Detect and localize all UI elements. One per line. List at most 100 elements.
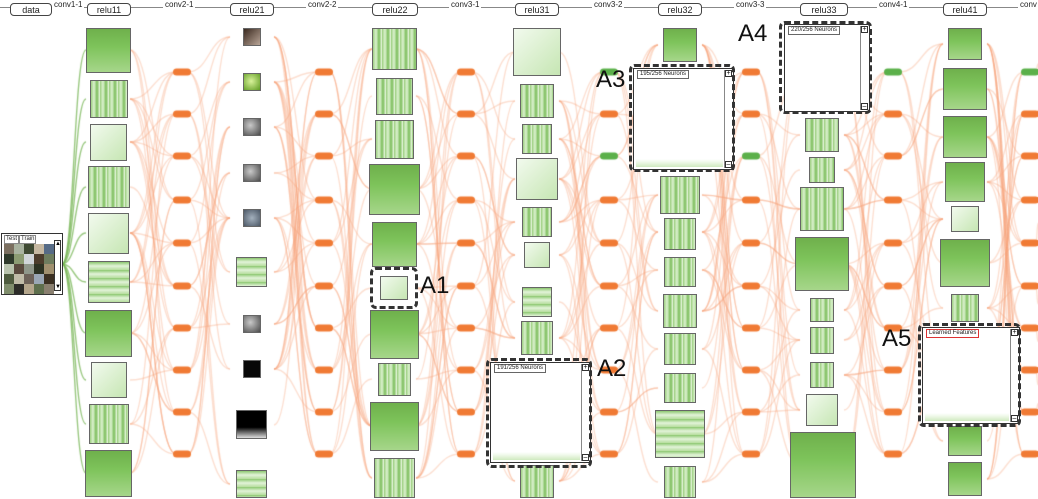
feature-map-relu21-8[interactable] [243,360,261,378]
feature-map-relu11-3[interactable] [90,124,127,161]
feature-map-relu33-5[interactable] [810,298,834,322]
feature-map-relu22-9[interactable] [370,402,419,451]
feature-map-relu31-9[interactable] [520,465,554,498]
feature-map-relu33-3[interactable] [800,187,844,231]
feature-map-relu41-8[interactable] [948,426,982,456]
neuron-panel-relu33[interactable]: 220/256 Neurons + – [784,24,870,112]
feature-map-relu11-6[interactable] [88,261,130,303]
feature-map-relu41-4[interactable] [945,162,985,202]
feature-map-relu32-3[interactable] [664,218,696,250]
expand-icon[interactable]: + [725,70,732,77]
feature-map-relu22-8[interactable] [378,363,411,396]
feature-map-relu21-4[interactable] [243,164,261,182]
feature-map-relu22-1[interactable] [372,28,417,70]
learned-features-panel[interactable]: Learned Features + – [922,327,1020,424]
feature-map-relu31-1[interactable] [513,28,561,76]
feature-map-relu41-1[interactable] [948,28,982,60]
feature-map-relu33-7[interactable] [810,362,834,388]
feature-map-relu22-2[interactable] [376,78,413,115]
feature-map-relu31-3[interactable] [522,124,552,154]
feature-map-relu31-4[interactable] [516,158,558,200]
scroll-up-icon[interactable]: ▲ [55,241,61,247]
feature-map-relu22-5[interactable] [372,222,417,267]
feature-map-relu32-1[interactable] [663,28,697,62]
feature-map-relu11-10[interactable] [85,450,132,497]
collapse-icon[interactable]: – [861,103,868,110]
feature-map-relu11-8[interactable] [91,362,127,398]
feature-map-relu31-7[interactable] [522,287,552,317]
collapse-icon[interactable]: – [725,161,732,168]
expand-icon[interactable]: + [1011,329,1018,336]
feature-map-relu22-6[interactable] [380,276,408,300]
panel-scrollbar[interactable]: + – [1010,329,1018,422]
layer-header-relu33[interactable]: relu33 [800,3,848,16]
feature-map-relu11-4[interactable] [88,166,130,208]
neuron-activation-strip [925,413,1009,421]
feature-map-relu21-1[interactable] [243,28,261,46]
input-image-grid[interactable] [4,244,54,294]
feature-map-relu21-10[interactable] [236,470,267,498]
feature-map-relu21-6[interactable] [236,257,267,287]
feature-map-relu11-1[interactable] [86,28,131,73]
collapse-icon[interactable]: – [582,454,589,461]
layer-header-relu11[interactable]: relu11 [87,3,131,16]
feature-map-relu32-9[interactable] [664,466,696,498]
feature-map-relu31-5[interactable] [522,207,552,237]
input-image-panel[interactable]: Test Train ▲ ▼ [1,233,63,295]
feature-map-relu21-7[interactable] [243,315,261,333]
scroll-down-icon[interactable]: ▼ [55,284,61,290]
layer-header-relu21[interactable]: relu21 [230,3,274,16]
feature-map-relu32-6[interactable] [664,333,696,365]
layer-header-relu22[interactable]: relu22 [372,3,418,16]
feature-map-relu11-7[interactable] [85,310,132,357]
feature-map-relu41-6[interactable] [940,239,990,287]
feature-map-relu31-8[interactable] [521,321,553,355]
panel-scrollbar[interactable]: + – [724,70,732,168]
layer-header-relu32[interactable]: relu32 [658,3,702,16]
expand-icon[interactable]: + [582,364,589,371]
feature-map-relu41-9[interactable] [948,462,982,496]
feature-map-relu11-2[interactable] [90,80,128,118]
panel-scrollbar[interactable]: + – [581,364,589,461]
feature-map-relu11-9[interactable] [89,404,129,444]
feature-map-relu31-2[interactable] [520,84,554,118]
feature-map-relu21-9[interactable] [236,410,267,439]
feature-map-relu32-5[interactable] [663,294,697,328]
feature-map-relu41-5[interactable] [951,206,979,232]
expand-icon[interactable]: + [861,26,868,33]
callout-label-a3: A3 [596,66,626,93]
feature-map-relu33-4[interactable] [795,237,849,291]
tab-train[interactable]: Train [19,235,37,244]
feature-map-relu41-2[interactable] [943,68,987,110]
feature-map-relu22-4[interactable] [369,164,420,215]
op-label-conv-next: conv [1018,0,1038,10]
feature-map-relu33-8[interactable] [806,394,838,426]
feature-map-relu22-3[interactable] [375,120,414,159]
neuron-panel-relu32[interactable]: 195/256 Neurons + – [633,68,734,170]
layer-header-relu41[interactable]: relu41 [943,3,987,16]
feature-map-relu32-2[interactable] [660,176,700,214]
tab-test[interactable]: Test [4,235,20,244]
layer-header-data[interactable]: data [10,3,52,16]
feature-map-relu22-10[interactable] [374,458,415,498]
feature-map-relu21-3[interactable] [243,118,261,136]
feature-map-relu41-3[interactable] [943,116,987,158]
feature-map-relu31-6[interactable] [524,242,550,268]
collapse-icon[interactable]: – [1011,415,1018,422]
feature-map-relu33-2[interactable] [809,157,835,183]
feature-map-relu32-8[interactable] [655,410,705,458]
feature-map-relu11-5[interactable] [88,213,129,254]
feature-map-relu22-7[interactable] [370,310,419,359]
feature-map-relu41-7[interactable] [951,294,979,322]
layer-header-relu31[interactable]: relu31 [515,3,559,16]
feature-map-relu33-9[interactable] [790,432,856,498]
feature-map-relu21-5[interactable] [243,209,261,227]
panel-title-relu32: 195/256 Neurons [637,70,690,79]
panel-scrollbar[interactable]: + – [860,26,868,110]
input-scrollbar[interactable]: ▲ ▼ [54,240,61,291]
feature-map-relu21-2[interactable] [243,73,261,91]
feature-map-relu33-6[interactable] [810,327,834,354]
feature-map-relu33-1[interactable] [805,118,839,152]
feature-map-relu32-4[interactable] [664,257,696,287]
feature-map-relu32-7[interactable] [664,373,696,403]
